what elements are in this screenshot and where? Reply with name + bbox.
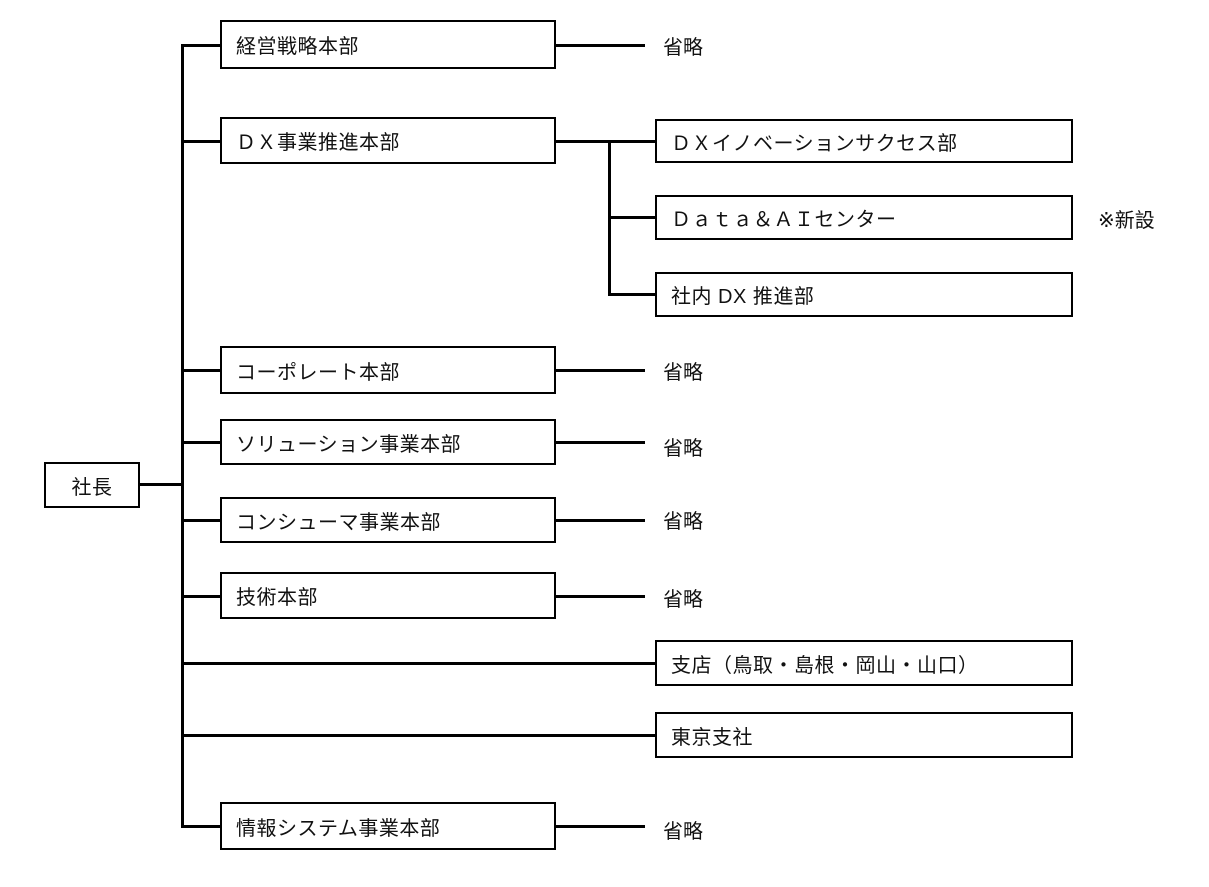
connector-line: [140, 483, 184, 486]
org-node-label: ＤＸイノベーションサクセス部: [671, 132, 958, 155]
org-node-management-strategy: 経営戦略本部: [220, 20, 556, 69]
connector-line: [181, 140, 220, 143]
connector-line: [555, 441, 645, 444]
org-node-label: 支店（鳥取・島根・岡山・山口）: [671, 654, 979, 677]
org-node-label: 東京支社: [671, 726, 753, 749]
connector-line: [555, 595, 645, 598]
connector-line: [555, 140, 655, 143]
org-node-internal-dx: 社内 DX 推進部: [655, 272, 1073, 317]
org-node-dx-business: ＤＸ事業推進本部: [220, 117, 556, 164]
org-node-president: 社長: [44, 462, 140, 508]
org-node-label: ＤＸ事業推進本部: [236, 132, 400, 154]
connector-line: [181, 595, 220, 598]
org-node-consumer: コンシューマ事業本部: [220, 497, 556, 543]
trunk-line: [181, 44, 184, 828]
new-department-annotation: ※新設: [1098, 209, 1155, 232]
org-node-label: Ｄａｔａ＆ＡＩセンター: [671, 209, 897, 231]
connector-line: [608, 216, 655, 219]
connector-line: [181, 441, 220, 444]
org-node-corporate: コーポレート本部: [220, 346, 556, 394]
org-node-tokyo-office: 東京支社: [655, 712, 1073, 758]
connector-line: [181, 369, 220, 372]
connector-line: [181, 44, 220, 47]
omitted-note: 省略: [663, 820, 703, 843]
connector-line: [555, 44, 645, 47]
omitted-note: 省略: [663, 361, 703, 384]
org-node-label: 社内 DX 推進部: [671, 286, 815, 308]
connector-line: [608, 293, 655, 296]
connector-line: [181, 825, 220, 828]
org-node-branch-offices: 支店（鳥取・島根・岡山・山口）: [655, 640, 1073, 686]
omitted-note: 省略: [663, 437, 703, 460]
connector-line: [181, 662, 655, 665]
omitted-note: 省略: [663, 588, 703, 611]
org-node-information-systems: 情報システム事業本部: [220, 802, 556, 850]
connector-line: [555, 369, 645, 372]
connector-line: [181, 519, 220, 522]
connector-line: [555, 519, 645, 522]
org-node-label: コーポレート本部: [236, 361, 400, 384]
org-node-label: 社長: [71, 476, 113, 499]
org-node-label: 経営戦略本部: [236, 36, 359, 58]
connector-line: [181, 734, 655, 737]
omitted-note: 省略: [663, 36, 703, 59]
org-node-data-ai-center: Ｄａｔａ＆ＡＩセンター: [655, 195, 1073, 240]
omitted-note: 省略: [663, 510, 703, 533]
org-node-label: コンシューマ事業本部: [236, 511, 441, 534]
org-node-dx-innovation-success: ＤＸイノベーションサクセス部: [655, 119, 1073, 163]
org-node-label: 技術本部: [236, 587, 318, 609]
connector-line: [555, 825, 645, 828]
org-node-label: ソリューション事業本部: [236, 433, 462, 456]
org-node-solution: ソリューション事業本部: [220, 419, 556, 465]
org-node-technology: 技術本部: [220, 572, 556, 619]
org-node-label: 情報システム事業本部: [236, 817, 441, 840]
